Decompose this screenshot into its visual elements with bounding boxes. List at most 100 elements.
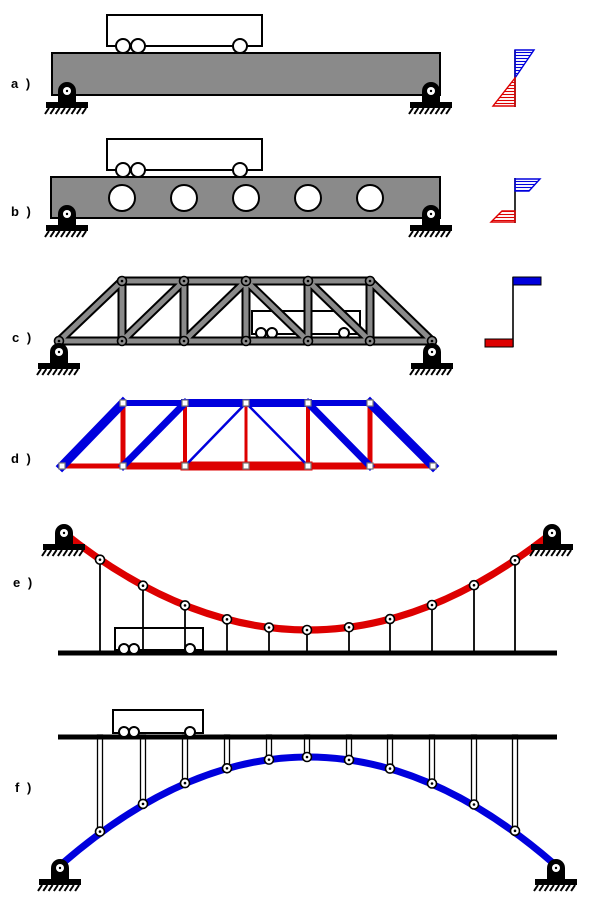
truck-icon xyxy=(114,627,204,655)
tension-bar xyxy=(484,338,514,348)
cable-node xyxy=(468,579,480,591)
lightening-hole xyxy=(232,184,260,212)
pin-support-icon xyxy=(37,858,82,892)
stress-diagram-c xyxy=(484,276,542,348)
pin-support-icon xyxy=(36,342,81,376)
pin-support-icon xyxy=(529,523,574,557)
cable-node xyxy=(221,763,233,774)
compression-zone xyxy=(514,178,542,192)
truck-icon xyxy=(106,14,263,54)
truck-wheel xyxy=(115,162,131,178)
solid-beam xyxy=(51,52,441,96)
truss-node xyxy=(181,462,189,470)
cable-node xyxy=(426,778,438,789)
spandrel-column xyxy=(470,734,478,806)
truck-icon xyxy=(106,138,263,178)
truss-node xyxy=(366,462,374,470)
spandrel-column xyxy=(96,734,104,833)
truck-wheel xyxy=(128,726,140,738)
truss-joint xyxy=(240,275,252,287)
truck-wheel xyxy=(128,643,140,655)
truss-node xyxy=(242,399,250,407)
truss-node xyxy=(304,462,312,470)
row-label-a: a ) xyxy=(11,76,33,91)
row-f-arch-bridge xyxy=(37,709,578,892)
truss-joint xyxy=(178,335,190,347)
cable-node xyxy=(94,554,106,565)
truck-wheel xyxy=(130,38,146,54)
lightening-hole xyxy=(108,184,136,212)
row-label-f: f ) xyxy=(15,780,34,795)
truss-joint xyxy=(178,275,190,287)
truss-joint xyxy=(116,335,128,347)
cable-node xyxy=(509,825,521,837)
truss-joint xyxy=(53,335,65,347)
pin-support-icon xyxy=(409,342,454,376)
bending-stress-diagram-a xyxy=(491,49,536,107)
cable-node xyxy=(137,798,149,810)
truss-joint xyxy=(240,335,252,347)
truss-joint xyxy=(116,275,128,287)
row-label-d: d ) xyxy=(11,451,33,466)
cable-node xyxy=(263,622,275,633)
cable-node xyxy=(137,580,149,592)
truss-joint xyxy=(364,275,376,287)
spandrel-column xyxy=(428,734,436,785)
truck-wheel xyxy=(118,726,130,738)
truss-joint xyxy=(364,335,376,347)
cable-node xyxy=(221,614,233,625)
truck-wheel xyxy=(184,643,196,655)
truss-node xyxy=(181,399,189,407)
pin-support-icon xyxy=(533,858,578,892)
truss-joint xyxy=(302,275,314,287)
cable-node xyxy=(384,763,396,774)
suspension-cable xyxy=(59,528,557,634)
spandrel-column xyxy=(181,734,189,784)
tension-zone xyxy=(489,210,516,223)
row-label-e: e ) xyxy=(13,575,35,590)
bending-stress-diagram-b xyxy=(489,178,542,223)
cable-node xyxy=(426,599,438,611)
row-label-c: c ) xyxy=(12,330,34,345)
arch xyxy=(59,753,557,867)
lightening-hole xyxy=(294,184,322,212)
truss-node xyxy=(58,462,66,470)
truss-node xyxy=(119,462,127,470)
row-b-perforated-beam-bridge xyxy=(44,138,542,238)
row-d-truss-force-diagram xyxy=(55,396,440,473)
truck-wheel xyxy=(130,162,146,178)
truss-node xyxy=(366,399,374,407)
cable-node xyxy=(94,826,106,837)
row-e-suspension-bridge xyxy=(41,523,574,656)
compression-zone xyxy=(514,49,536,81)
truck-wheel xyxy=(232,162,248,178)
row-c-truss-bridge xyxy=(36,275,542,376)
cable-node xyxy=(263,754,275,765)
truck-wheel xyxy=(184,726,196,738)
truss-node xyxy=(304,399,312,407)
lightening-hole xyxy=(356,184,384,212)
lightening-hole xyxy=(170,184,198,212)
cable-node xyxy=(301,624,313,636)
truck-wheel xyxy=(118,643,130,655)
cable-node xyxy=(509,555,521,566)
truss-node xyxy=(429,462,437,470)
cable-node xyxy=(179,600,191,611)
cable-node xyxy=(384,613,396,625)
row-label-b: b ) xyxy=(11,204,33,219)
truss-joint xyxy=(302,335,314,347)
truss-node xyxy=(119,399,127,407)
truss-members xyxy=(54,276,437,346)
row-a-solid-beam-bridge xyxy=(44,14,536,115)
spandrel-column xyxy=(511,734,519,832)
spandrel-column xyxy=(139,734,147,805)
tension-zone xyxy=(491,75,516,107)
cable-node xyxy=(343,621,355,633)
cable-node xyxy=(179,777,191,789)
truck-wheel xyxy=(115,38,131,54)
truss-node xyxy=(242,462,250,470)
truck-wheel xyxy=(232,38,248,54)
compression-bar xyxy=(512,276,542,286)
